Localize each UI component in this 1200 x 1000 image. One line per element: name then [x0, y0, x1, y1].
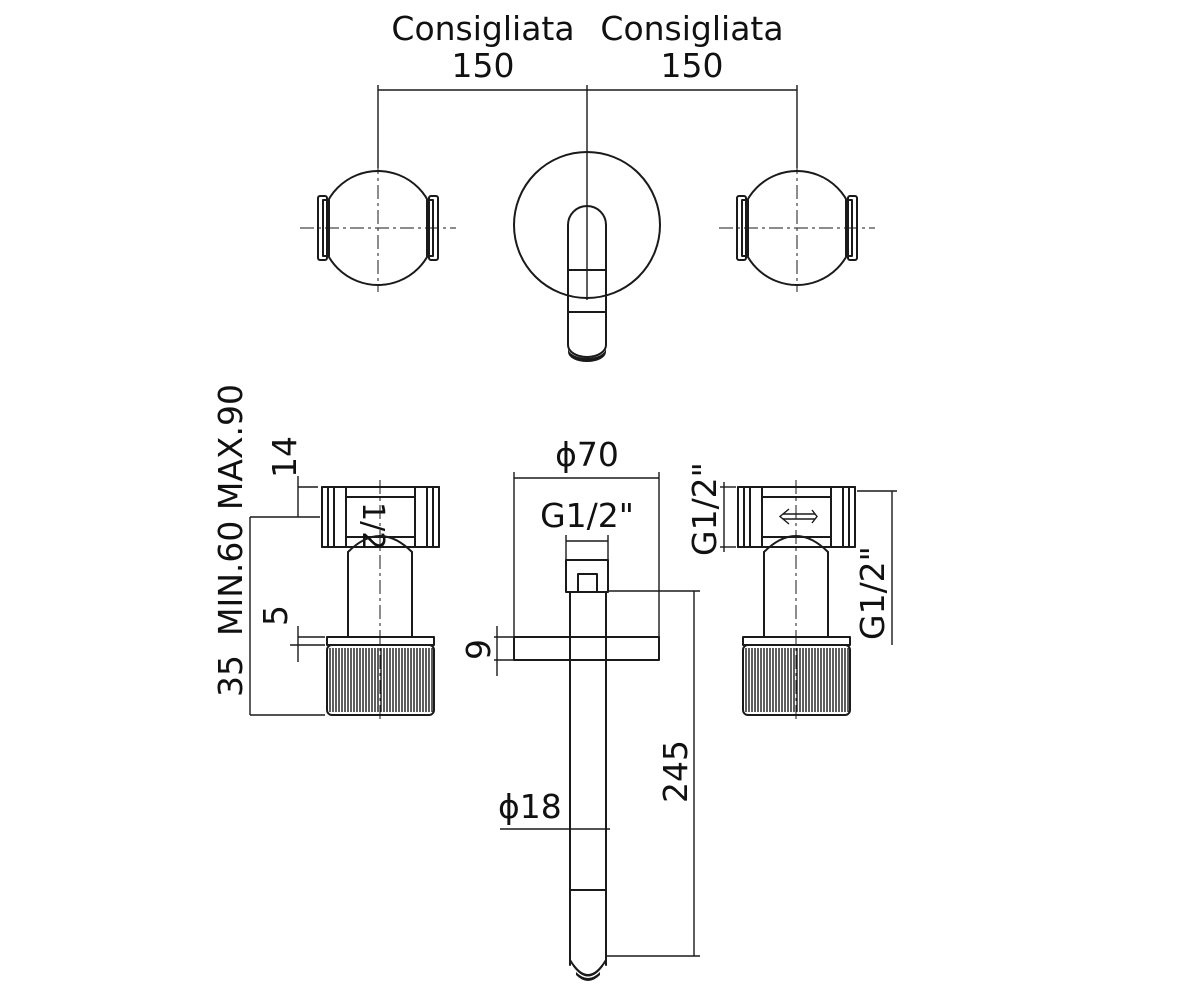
top-view: Consigliata 150 Consigliata 150 [300, 9, 875, 362]
valve-rosette-gap-label: 5 [256, 605, 295, 626]
right-valve-dimensions: G1/2" G1/2" [685, 462, 897, 645]
knurled-handle-right [745, 648, 849, 712]
left-valve-top-view [300, 160, 456, 292]
valve-min-max-label: MIN.60 MAX.90 [211, 384, 250, 636]
valve-top-height-label: 14 [265, 436, 304, 478]
dimension-caption-right: Consigliata [600, 9, 783, 48]
left-valve-dimensions: 14 MIN.60 MAX.90 5 35 [211, 384, 325, 716]
valve-handle-height-label: 35 [211, 655, 250, 697]
knurled-handle-left [329, 648, 433, 712]
spout-dimensions: ϕ70 G1/2" 9 245 ϕ18 [459, 435, 700, 957]
top-spacing-dimension: Consigliata 150 Consigliata 150 [377, 9, 798, 300]
right-valve-top-view [719, 160, 875, 292]
right-valve-thread-a-label: G1/2" [685, 462, 724, 556]
right-valve-side-view [737, 480, 856, 720]
spout-length-label: 245 [656, 740, 695, 803]
rosette-diameter-label: ϕ70 [555, 435, 619, 474]
dimension-value-right: 150 [661, 46, 724, 85]
dimension-value-left: 150 [452, 46, 515, 85]
left-valve-side-view: 1/2 [321, 480, 440, 720]
right-valve-thread-b-label: G1/2" [853, 546, 892, 640]
rosette-thickness-label: 9 [459, 639, 498, 660]
spout-diameter-label: ϕ18 [498, 787, 562, 826]
spout-top-view [513, 151, 661, 362]
flow-arrow-icon [778, 508, 818, 525]
dimension-caption-left: Consigliata [391, 9, 574, 48]
spout-side-view [513, 559, 660, 981]
spout-thread-label: G1/2" [540, 496, 634, 535]
